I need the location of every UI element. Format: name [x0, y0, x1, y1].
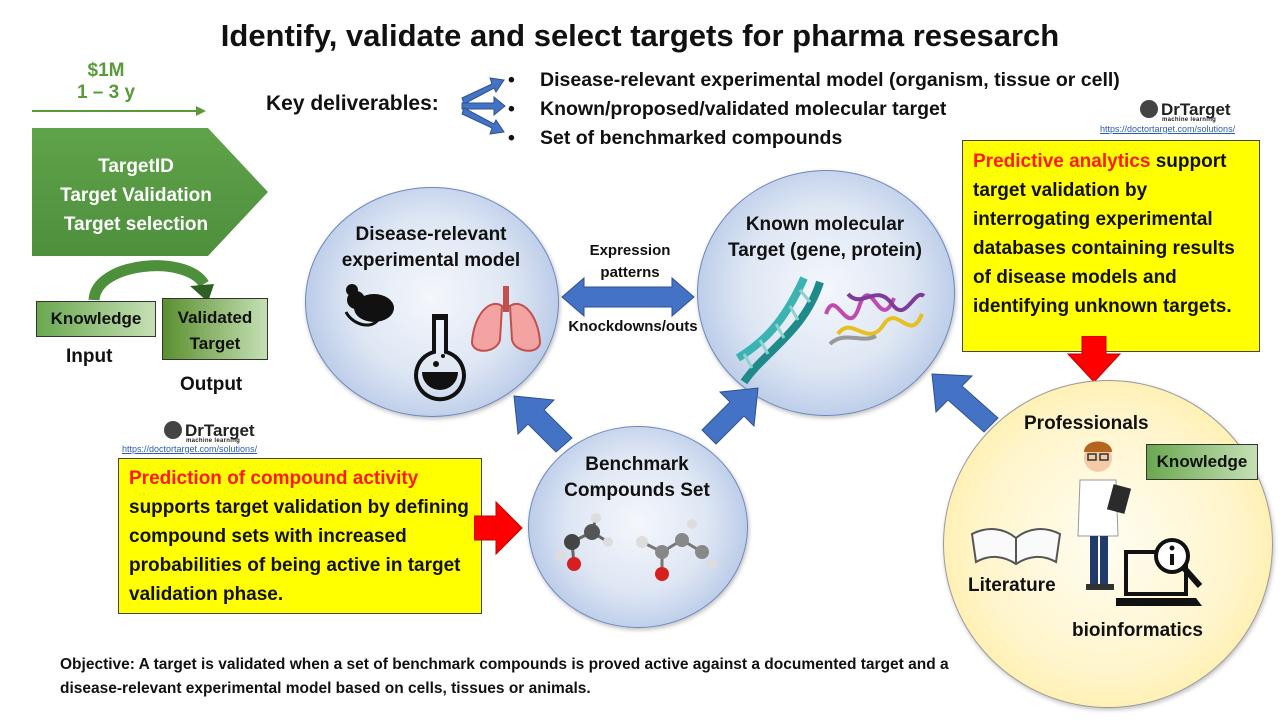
laptop-info-icon: [1116, 538, 1203, 606]
red-right-arrow: [474, 500, 523, 556]
red-down-arrow: [1066, 336, 1122, 383]
predictive-text: support target validation by interrogati…: [973, 151, 1235, 317]
molecules-icon: [555, 513, 717, 581]
logo-subtext: machine learning: [1162, 117, 1217, 123]
bioinformatics-label: bioinformatics: [1072, 620, 1203, 641]
key-deliverables-label: Key deliverables:: [266, 92, 439, 115]
predictive-analytics-box: Predictive analytics support target vali…: [962, 140, 1260, 352]
logo-url-top[interactable]: https://doctortarget.com/solutions/: [1100, 124, 1236, 134]
process-step-selection: Target selection: [63, 214, 209, 235]
process-step-validation: Target Validation: [60, 185, 212, 206]
robot-icon: [1140, 100, 1158, 118]
deliverable-model: Disease-relevant experimental model (org…: [508, 66, 1120, 95]
target-title-line1: Known molecular: [745, 214, 905, 235]
double-arrow-icon: [561, 276, 695, 318]
predictive-highlight: Predictive analytics: [973, 151, 1151, 172]
arrow-to-target: [701, 387, 759, 445]
professionals-title: Professionals: [1024, 413, 1149, 434]
compounds-title-line1: Benchmark: [585, 454, 689, 475]
link-expression-label: Expression patterns: [589, 242, 671, 281]
deliverable-compounds: Set of benchmarked compounds: [508, 124, 1120, 153]
logo-text-left: DrTarget: [185, 421, 255, 440]
page-title: Identify, validate and select targets fo…: [220, 18, 1060, 53]
compounds-title: Benchmark Compounds Set: [528, 452, 746, 504]
disease-model-title-line1: Disease-relevant: [355, 224, 507, 245]
book-icon: [970, 528, 1062, 566]
cost-value: $1M: [87, 60, 125, 81]
arrow-from-professionals: [931, 373, 999, 433]
mouse-icon: [344, 284, 394, 327]
compounds-title-line2: Compounds Set: [564, 480, 710, 501]
drtarget-logo-left: DrTarget machine learning: [164, 421, 255, 444]
logo-url-left[interactable]: https://doctortarget.com/solutions/: [122, 444, 258, 454]
disease-model-title-line2: experimental model: [341, 250, 521, 271]
output-validated-target-box: Validated Target: [162, 298, 268, 360]
dna-icon: [735, 276, 824, 385]
process-arrow: [32, 128, 268, 256]
objective-text: Objective: A target is validated when a …: [60, 656, 949, 697]
cost-duration: $1M 1 – 3 y: [36, 60, 176, 104]
lungs-icon: [470, 286, 542, 352]
input-knowledge-box: Knowledge: [36, 301, 156, 337]
arrow-to-model: [513, 395, 573, 453]
output-label: Output: [180, 374, 243, 395]
process-step-targetid: TargetID: [98, 156, 174, 177]
link-knockdown-label: Knockdowns/outs: [568, 318, 698, 335]
target-title-line2: Target (gene, protein): [728, 240, 922, 261]
deliverables-list: Disease-relevant experimental model (org…: [508, 66, 1120, 153]
input-label: Input: [66, 346, 113, 367]
compound-highlight: Prediction of compound activity: [129, 468, 419, 489]
compound-text: supports target validation by defining c…: [129, 497, 469, 605]
flask-icon: [414, 314, 466, 402]
logo-text: DrTarget: [1161, 100, 1231, 119]
literature-label: Literature: [968, 575, 1056, 596]
deliverable-target: Known/proposed/validated molecular targe…: [508, 95, 1120, 124]
logo-subtext-left: machine learning: [186, 438, 241, 444]
deliverables-arrows: [461, 77, 506, 135]
duration-value: 1 – 3 y: [76, 82, 136, 103]
target-title: Known molecular Target (gene, protein): [697, 212, 953, 264]
protein-icon: [824, 292, 926, 346]
doctor-icon: [1077, 441, 1132, 590]
timeline-arrow: [32, 106, 206, 116]
professionals-knowledge-box: Knowledge: [1146, 444, 1258, 480]
disease-model-title: Disease-relevant experimental model: [305, 222, 557, 274]
target-circle: [697, 170, 955, 416]
robot-icon: [164, 421, 182, 439]
compounds-circle: [528, 426, 748, 628]
drtarget-logo-top: DrTarget machine learning: [1140, 100, 1231, 123]
compound-prediction-box: Prediction of compound activity supports…: [118, 458, 482, 614]
curved-arrow-icon: [88, 260, 214, 302]
process-arrow-text: TargetID Target Validation Target select…: [36, 152, 236, 239]
